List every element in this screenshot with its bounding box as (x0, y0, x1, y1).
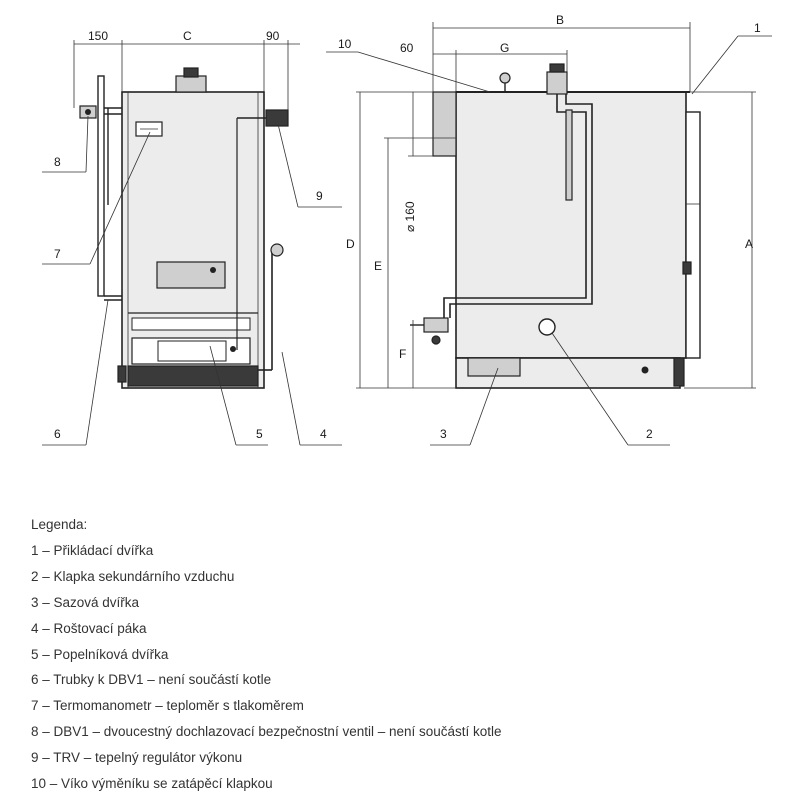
legend-item: 4 – Roštovací páka (31, 620, 147, 636)
dim-e: E (374, 259, 382, 273)
boiler-technical-drawing: 150 C 90 (42, 13, 772, 446)
callout-leaders (42, 35, 772, 446)
callout-6: 6 (54, 427, 61, 441)
legend-item: 2 – Klapka sekundárního vzduchu (31, 568, 235, 584)
dim-b: B (556, 13, 564, 27)
legend-item: 3 – Sazová dvířka (31, 594, 140, 610)
dim-f: F (399, 347, 406, 361)
front-charging-door (156, 261, 226, 289)
dim-d: D (346, 237, 355, 251)
legend-item: 1 – Přikládací dvířka (31, 542, 154, 558)
legend-title: Legenda: (31, 517, 88, 532)
soot-door (467, 357, 521, 377)
callout-10: 10 (338, 37, 352, 51)
dbv1-pipes (97, 75, 105, 297)
legend-item: 5 – Popelníková dvířka (31, 646, 169, 662)
dim-90: 90 (266, 29, 280, 43)
front-view (73, 40, 300, 389)
legend: Legenda: 1 – Přikládací dvířka 2 – Klapk… (31, 512, 771, 797)
side-front-doors (685, 111, 701, 359)
side-view (356, 22, 756, 389)
callout-9: 9 (316, 189, 323, 203)
secondary-air-flap (538, 318, 556, 336)
callout-2: 2 (646, 427, 653, 441)
grate-lever-knob (270, 243, 284, 257)
callout-5: 5 (256, 427, 263, 441)
side-flue-outlet (432, 91, 457, 157)
legend-item: 6 – Trubky k DBV1 – není součástí kotle (31, 672, 272, 688)
callout-7: 7 (54, 247, 61, 261)
legend-item: 10 – Víko výměníku se zatápěcí klapkou (31, 776, 273, 792)
callout-3: 3 (440, 427, 447, 441)
callout-8: 8 (54, 155, 61, 169)
callout-1: 1 (754, 21, 761, 35)
legend-item: 9 – TRV – tepelný regulátor výkonu (31, 750, 243, 766)
trv-regulator (265, 109, 289, 127)
dim-c: C (183, 29, 192, 43)
dim-diameter: ⌀ 160 (403, 201, 417, 232)
dim-a: A (745, 237, 753, 251)
dim-g: G (500, 41, 509, 55)
legend-item: 7 – Termomanometr – teploměr s tlakoměre… (31, 698, 304, 714)
front-flue-stub (175, 75, 207, 93)
dim-150: 150 (88, 29, 108, 43)
legend-list: 1 – Přikládací dvířka 2 – Klapka sekundá… (31, 538, 771, 797)
callout-4: 4 (320, 427, 327, 441)
dim-60: 60 (400, 41, 414, 55)
legend-item: 8 – DBV1 – dvoucestný dochlazovací bezpe… (31, 724, 502, 740)
